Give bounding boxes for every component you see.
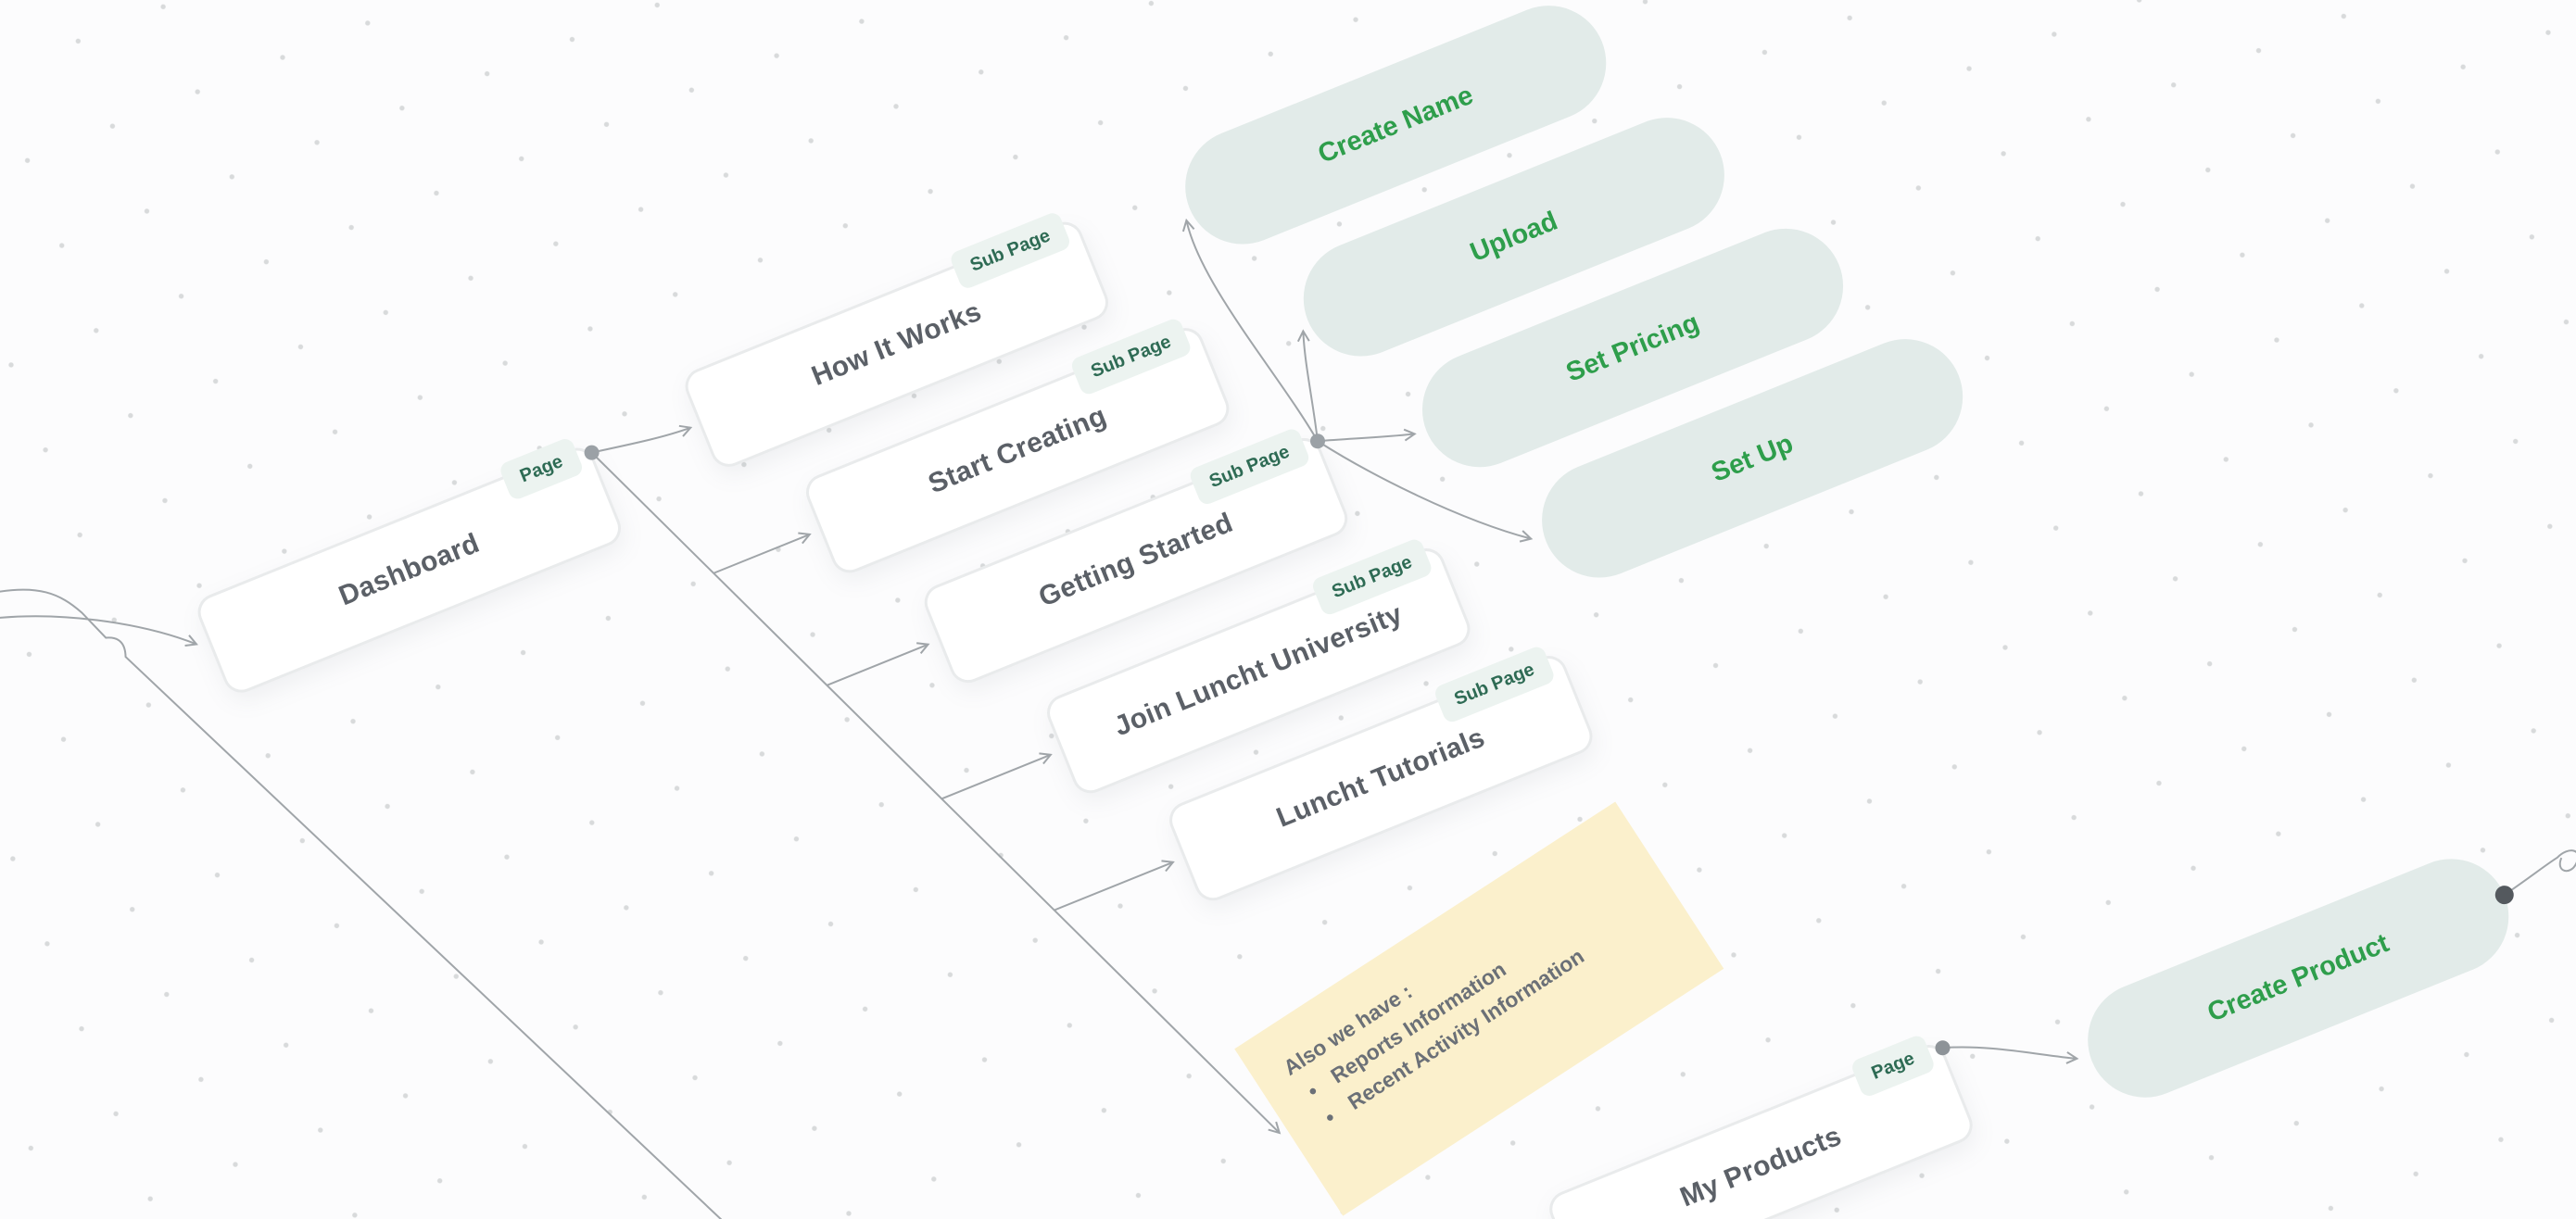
flow-label: Create Name bbox=[1313, 80, 1478, 170]
connector-my-products-to-create-product bbox=[1942, 1046, 2079, 1064]
node-label: How It Works bbox=[807, 295, 986, 392]
connector-stub-join-luncht-university bbox=[941, 752, 1053, 800]
flow-label: Set Up bbox=[1707, 428, 1798, 488]
node-label: Dashboard bbox=[335, 527, 485, 612]
connector-stub-getting-started bbox=[826, 642, 930, 686]
page-type-badge: Sub Page bbox=[1068, 316, 1193, 397]
page-type-badge: Page bbox=[1850, 1033, 1937, 1099]
note-item: •Reports Information bbox=[1294, 861, 1654, 1111]
node-my-products[interactable]: Page My Products bbox=[1544, 1033, 1978, 1219]
connector-create-product-outgoing bbox=[2504, 849, 2576, 896]
page-type-badge: Sub Page bbox=[1309, 536, 1434, 618]
sticky-note[interactable]: Also we have : •Reports Information •Rec… bbox=[1234, 801, 1724, 1216]
flow-label: Upload bbox=[1466, 206, 1562, 268]
flow-create-product[interactable]: Create Product bbox=[2070, 841, 2526, 1115]
node-label: Getting Started bbox=[1034, 507, 1238, 613]
flow-label: Create Product bbox=[2203, 927, 2393, 1028]
node-label: Start Creating bbox=[924, 400, 1111, 500]
page-type-badge: Sub Page bbox=[948, 210, 1073, 291]
node-label: Join Luncht University bbox=[1109, 598, 1408, 743]
connector-to-set-pricing bbox=[1317, 428, 1417, 443]
connector-dashboard-to-how-it-works bbox=[591, 424, 693, 454]
node-dashboard[interactable]: Page Dashboard bbox=[192, 436, 627, 698]
node-label: My Products bbox=[1675, 1120, 1846, 1213]
page-type-badge: Page bbox=[498, 436, 586, 502]
page-type-badge: Sub Page bbox=[1432, 644, 1557, 725]
connector-stub-luncht-tutorials bbox=[1054, 860, 1175, 911]
connector-parent-to-dashboard bbox=[0, 615, 198, 647]
flow-label: Set Pricing bbox=[1561, 307, 1704, 388]
connector-stub-start-creating bbox=[713, 532, 812, 574]
page-type-badge: Sub Page bbox=[1187, 426, 1312, 508]
node-label: Luncht Tutorials bbox=[1272, 722, 1490, 834]
